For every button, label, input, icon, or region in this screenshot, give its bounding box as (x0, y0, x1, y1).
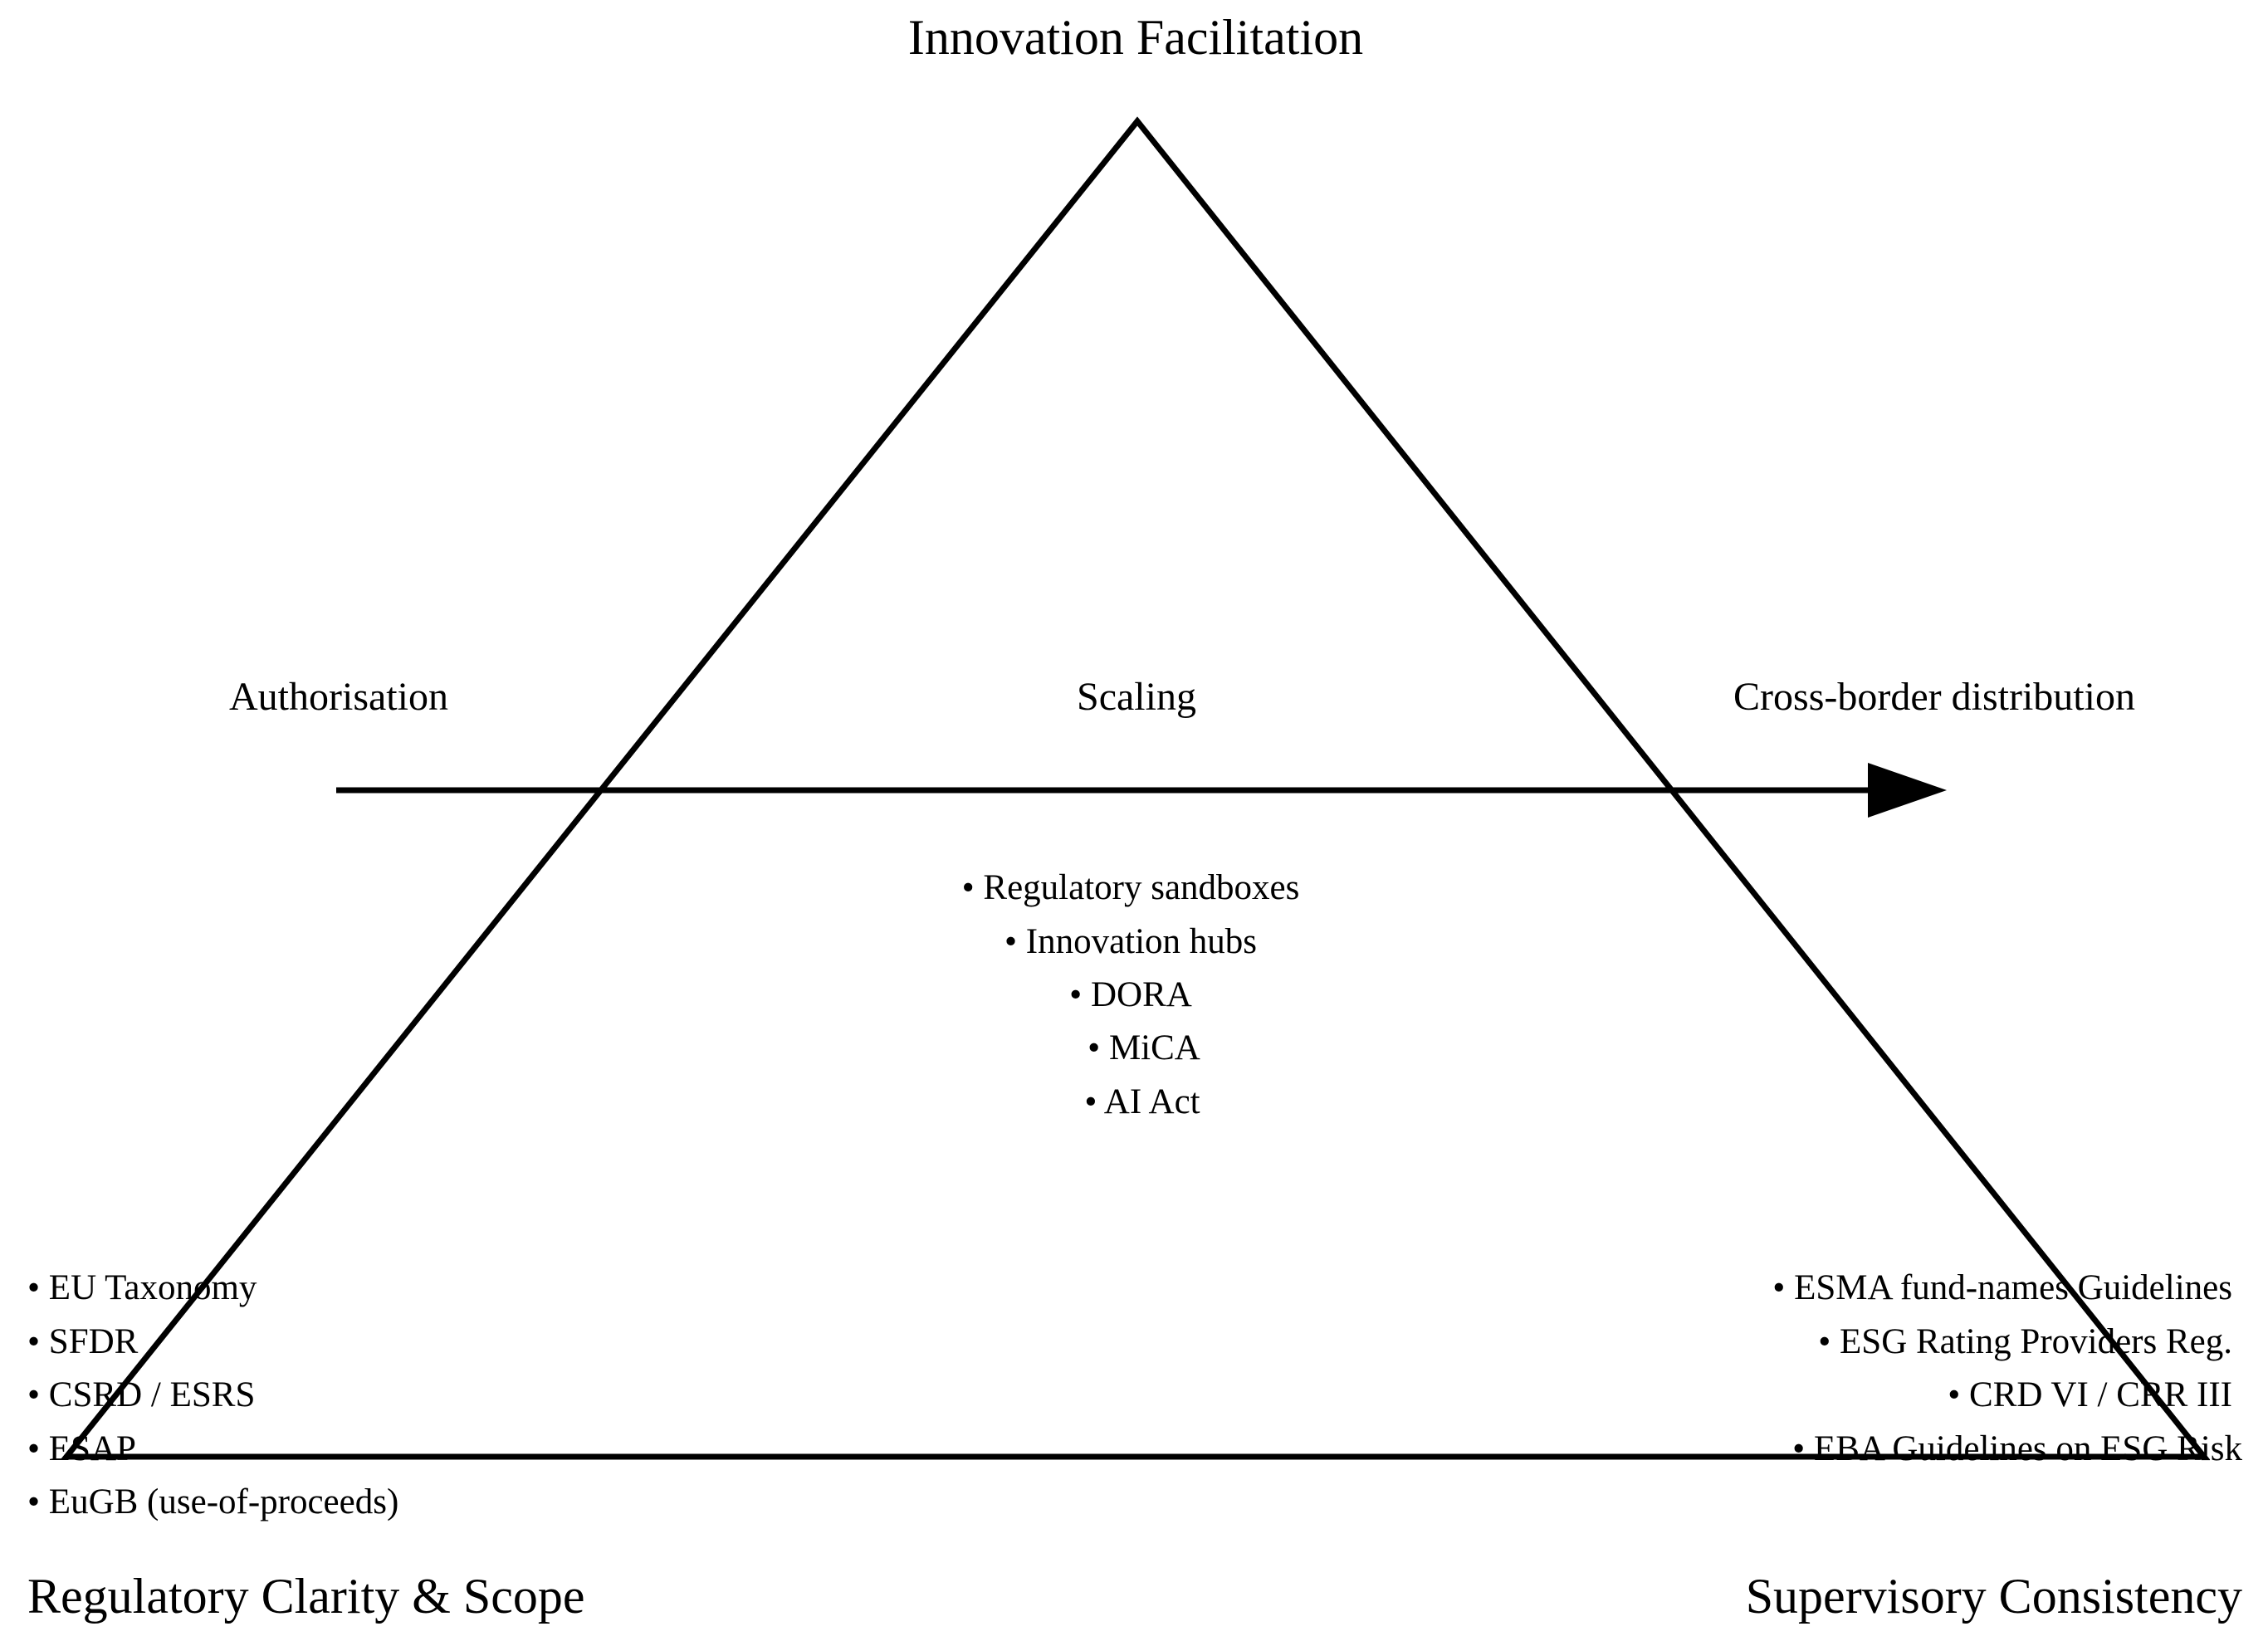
right-list-item: • EBA Guidelines on ESG Risk (1792, 1429, 2242, 1468)
center-list-item: • MiCA (1088, 1028, 1200, 1067)
stage-middle-label: Scaling (1077, 675, 1196, 719)
left-list-item: • SFDR (27, 1322, 139, 1361)
stage-start-label: Authorisation (229, 675, 448, 719)
stage-end-label: Cross-border distribution (1733, 675, 2135, 719)
right-list-item: • CRD VI / CRR III (1948, 1375, 2232, 1414)
center-list-item: • Regulatory sandboxes (962, 868, 1300, 907)
left-list-item: • EuGB (use-of-proceeds) (27, 1482, 398, 1521)
left-list-item: • EU Taxonomy (27, 1268, 257, 1307)
left-instrument-list: • EU Taxonomy • SFDR • CSRD / ESRS • ESA… (27, 1268, 398, 1521)
right-list-item: • ESMA fund-names Guidelines (1772, 1268, 2232, 1307)
left-list-item: • ESAP (27, 1429, 136, 1468)
left-list-item: • CSRD / ESRS (27, 1375, 255, 1414)
progress-arrow-head (1868, 763, 1947, 818)
right-instrument-list: • ESMA fund-names Guidelines • ESG Ratin… (1772, 1268, 2242, 1468)
center-list-item: • DORA (1069, 975, 1192, 1014)
center-instrument-list: • Regulatory sandboxes • Innovation hubs… (962, 868, 1300, 1121)
vertex-bottom-left-title: Regulatory Clarity & Scope (27, 1569, 585, 1624)
center-list-item: • Innovation hubs (1004, 922, 1257, 961)
vertex-top-title: Innovation Facilitation (908, 10, 1363, 65)
right-list-item: • ESG Rating Providers Reg. (1818, 1322, 2232, 1361)
vertex-bottom-right-title: Supervisory Consistency (1746, 1569, 2242, 1624)
center-list-item: • AI Act (1084, 1082, 1200, 1121)
